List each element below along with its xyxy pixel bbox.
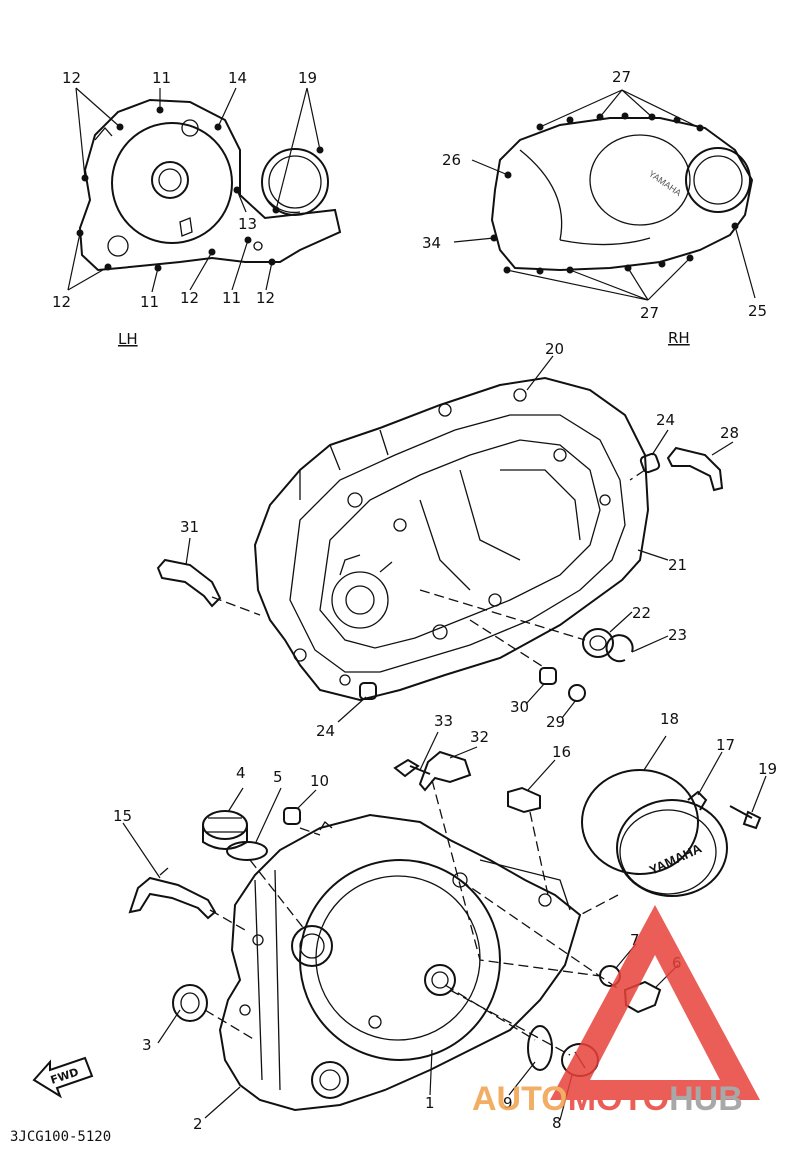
label-lh-19: 19 [298,69,317,87]
watermark-text-hub: HUB [669,1080,743,1118]
label-rh-34: 34 [422,234,441,252]
watermark-text-auto: AUTO [472,1080,568,1118]
label-part-8: 8 [552,1114,562,1132]
label-part-7: 7 [630,931,640,949]
lh-part-labels: 12 11 14 19 13 12 11 12 11 12 LH [52,69,317,348]
label-rh-27a: 27 [612,68,631,86]
lh-leader-lines [67,87,321,293]
label-part-24b: 24 [316,722,335,740]
crankcase-leader-lines [185,355,734,723]
part-23-circlip [605,634,634,663]
watermark-triangle-logo [550,905,760,1100]
label-side-rh: RH [668,329,690,347]
part-5-oring [226,841,268,861]
diagram-code: 3JCG100-5120 [10,1129,111,1145]
cover-part-labels: 4 5 10 15 33 32 16 18 17 19 7 6 3 1 9 8 … [113,710,777,1133]
watermark-text-moto: MOTO [568,1080,669,1118]
label-part-30: 30 [510,698,529,716]
label-lh-12b: 12 [52,293,71,311]
part-10-dowel [283,807,301,825]
label-side-lh: LH [118,330,138,348]
label-lh-11a: 11 [152,69,171,87]
watermark-wordmark: AUTOMOTOHUB [472,1080,743,1118]
label-part-33: 33 [434,712,453,730]
label-part-17: 17 [716,736,735,754]
cover-guide-lines [204,779,621,1056]
label-part-29: 29 [546,713,565,731]
crankcase [253,376,650,702]
label-lh-11b: 11 [140,293,159,311]
label-part-3: 3 [142,1036,152,1054]
label-part-19: 19 [758,760,777,778]
part-19-bolt [729,805,762,830]
label-part-24a: 24 [656,411,675,429]
label-lh-11c: 11 [222,289,241,307]
label-rh-27b: 27 [640,304,659,322]
part-29-oring [568,684,586,702]
part-24-dowel-upper [639,452,661,474]
label-part-15: 15 [113,807,132,825]
label-rh-26: 26 [442,151,461,169]
part-24-dowel-lower [359,682,377,700]
label-part-32: 32 [470,728,489,746]
label-part-2: 2 [193,1115,203,1133]
label-part-18: 18 [660,710,679,728]
part-31-bracket [156,558,222,608]
rh-cover-emblem: YAMAHA [647,168,683,198]
yamaha-logo-on-cover: YAMAHA [647,840,705,877]
label-lh-13: 13 [238,215,257,233]
label-part-10: 10 [310,772,329,790]
part-16-dowel [507,786,541,814]
lh-sealant-points [76,106,324,272]
rh-leader-lines [453,89,756,301]
label-part-9: 9 [503,1094,513,1112]
rh-cover-outline: YAMAHA [490,117,754,272]
part-30-dowel [539,667,557,685]
label-part-4: 4 [236,764,246,782]
part-28-bracket [666,446,724,492]
automotohub-watermark: AUTOMOTOHUB [472,905,760,1118]
label-part-21: 21 [668,556,687,574]
label-rh-25: 25 [748,302,767,320]
part-18-gasket [581,769,699,875]
part-3-seal [172,984,208,1022]
label-lh-12d: 12 [256,289,275,307]
label-part-20: 20 [545,340,564,358]
lh-cover-outline [78,98,342,272]
crankcase-guide-lines [211,469,646,669]
label-part-31: 31 [180,518,199,536]
crankcase-part-labels: 20 24 28 31 21 22 23 30 29 24 [180,340,739,740]
crankcase-cover [218,813,582,1112]
label-part-23: 23 [668,626,687,644]
part-32-clamp [418,750,472,792]
label-lh-14: 14 [228,69,247,87]
label-part-1: 1 [425,1094,435,1112]
part-17-cover: YAMAHA [616,790,728,897]
rh-part-labels: 27 26 34 27 25 RH [422,68,767,347]
label-part-22: 22 [632,604,651,622]
label-part-28: 28 [720,424,739,442]
label-part-16: 16 [552,743,571,761]
part-22-seal [582,628,614,658]
label-lh-12c: 12 [180,289,199,307]
part-15-bracket [128,867,217,920]
label-lh-12a: 12 [62,69,81,87]
part-9-oring [527,1025,553,1071]
label-part-5: 5 [273,768,283,786]
forward-direction-arrow: FWD [32,1056,94,1099]
